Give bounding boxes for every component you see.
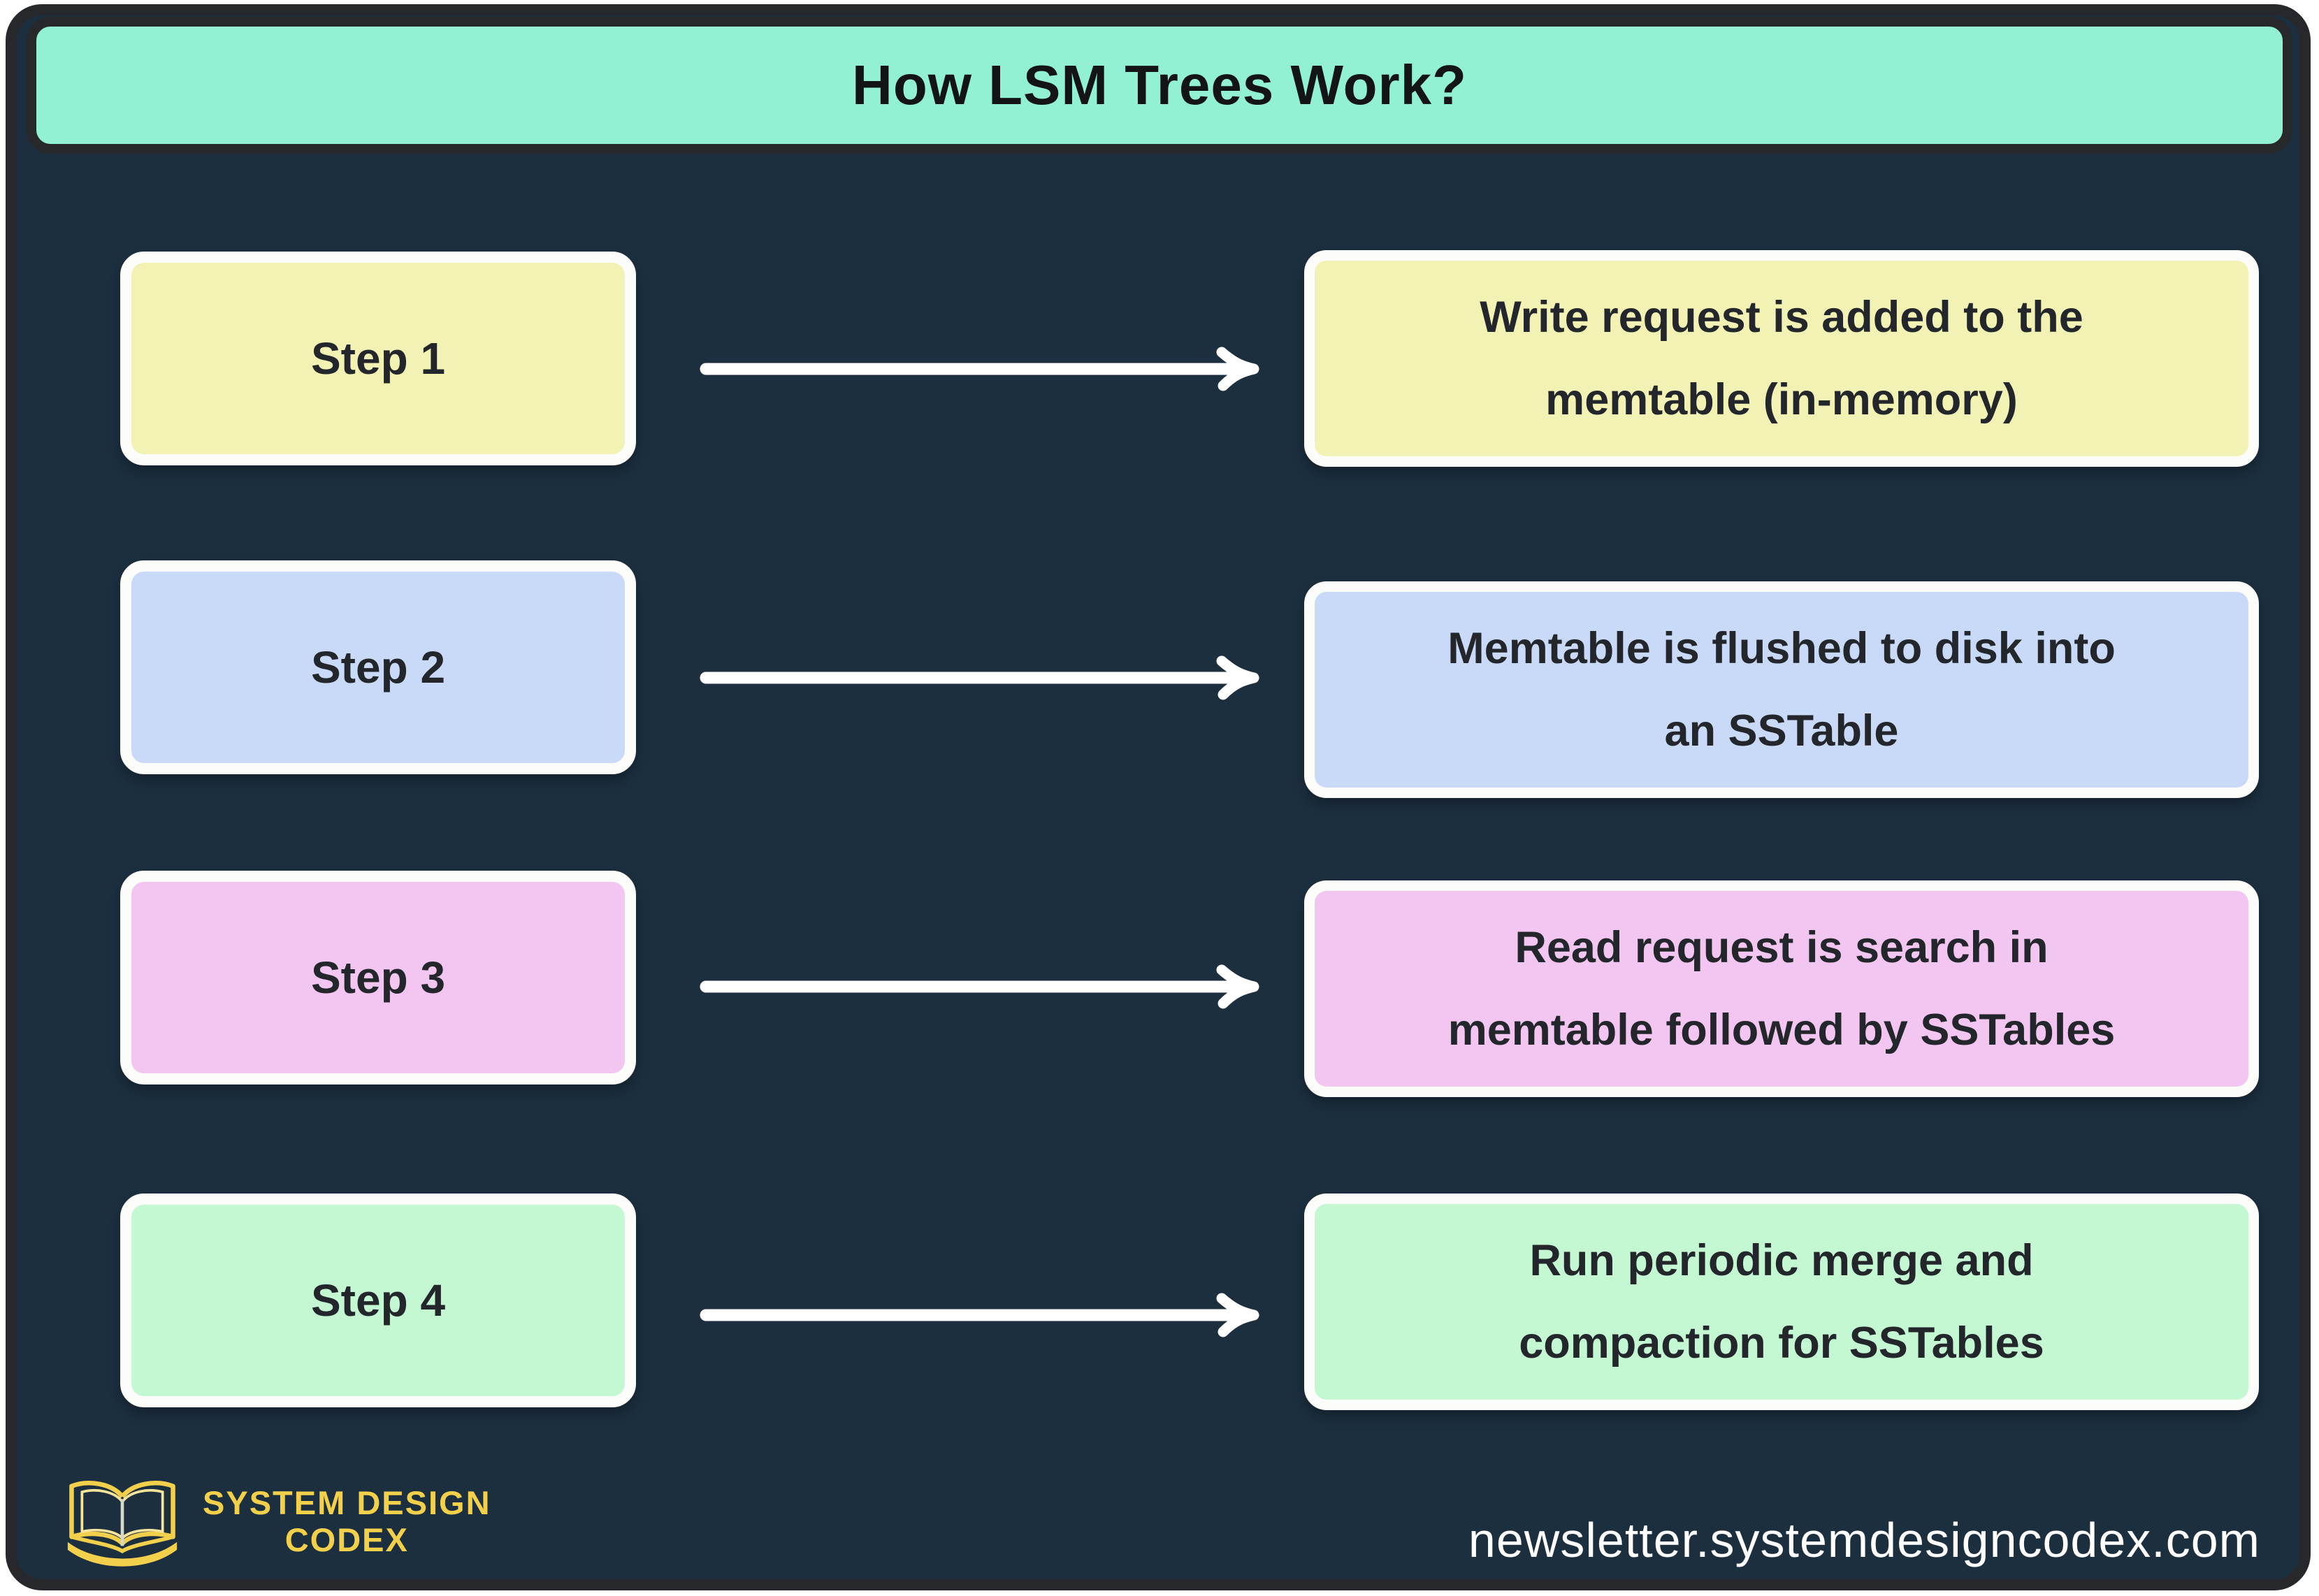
step-4-description-box: Run periodic merge and compaction for SS… — [1304, 1194, 2259, 1410]
step-3-label: Step 3 — [310, 952, 446, 1003]
brand-name-line2: CODEX — [284, 1521, 409, 1558]
step-3-description-line1: Read request is search in — [1515, 922, 2049, 972]
brand-logo: SYSTEM DESIGN CODEX — [57, 1473, 491, 1569]
arrow-icon — [700, 655, 1259, 700]
arrow-icon — [700, 964, 1259, 1009]
arrow-icon — [700, 347, 1259, 391]
step-1-label: Step 1 — [310, 333, 446, 384]
step-1-description-box: Write request is added to the memtable (… — [1304, 250, 2259, 467]
step-1-description-line1: Write request is added to the — [1480, 292, 2083, 342]
step-3-description-line2: memtable followed by SSTables — [1447, 1006, 2116, 1054]
step-2-description-line1: Memtable is flushed to disk into — [1447, 623, 2116, 673]
step-2-description-box: Memtable is flushed to disk into an SSTa… — [1304, 581, 2259, 798]
page-title: How LSM Trees Work? — [852, 54, 1467, 116]
brand-name: SYSTEM DESIGN CODEX — [203, 1486, 491, 1556]
diagram-frame: How LSM Trees Work? Step 1 Write request… — [6, 4, 2311, 1590]
title-banner: How LSM Trees Work? — [27, 17, 2292, 154]
step-4-description-line1: Run periodic merge and — [1529, 1235, 2034, 1285]
step-3-description-box: Read request is search in memtable follo… — [1304, 880, 2259, 1097]
step-1-box: Step 1 — [120, 252, 636, 465]
arrow-icon — [700, 1293, 1259, 1337]
step-3-box: Step 3 — [120, 871, 636, 1084]
step-2-label: Step 2 — [310, 642, 446, 692]
open-book-icon — [67, 1481, 178, 1567]
step-2-description-line2: an SSTable — [1664, 706, 1899, 755]
step-1-description-line2: memtable (in-memory) — [1545, 375, 2018, 424]
step-4-label: Step 4 — [310, 1275, 446, 1326]
step-4-box: Step 4 — [120, 1194, 636, 1407]
newsletter-url: newsletter.systemdesigncodex.com — [1468, 1513, 2260, 1567]
brand-name-line1: SYSTEM DESIGN — [203, 1484, 491, 1521]
step-4-description-line2: compaction for SSTables — [1519, 1319, 2044, 1368]
step-2-box: Step 2 — [120, 560, 636, 774]
